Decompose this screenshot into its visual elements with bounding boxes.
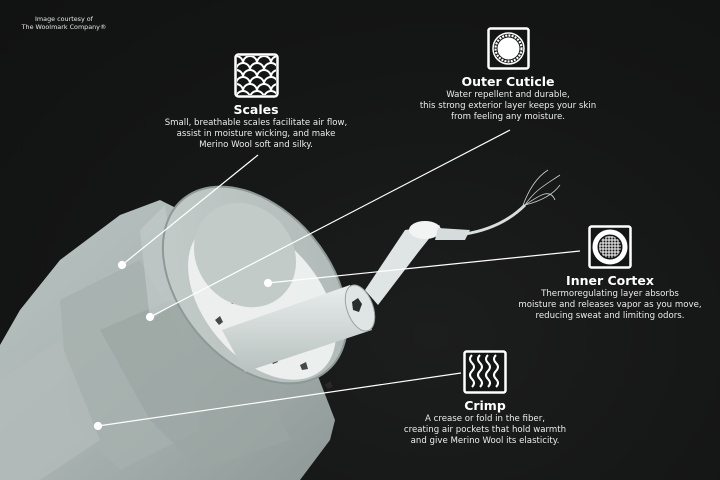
fish-scale-pattern-icon [233, 53, 279, 98]
credit-line-1: Image courtesy of [35, 15, 93, 23]
callout-title-inner-cortex: Inner Cortex [566, 273, 654, 288]
credit-line-2: The Woolmark Company® [21, 23, 107, 31]
callout-title-scales: Scales [233, 102, 279, 117]
outer-cuticle-leader-line [149, 129, 511, 318]
callout-outer-cuticle: Outer Cuticle Water repellent and durabl… [398, 27, 618, 123]
outer-cuticle-point-dot [145, 312, 155, 322]
callout-desc-scales: Small, breathable scales facilitate air … [164, 118, 348, 150]
image-credit: Image courtesy of The Woolmark Company® [14, 15, 114, 31]
callout-desc-outer-cuticle: Water repellent and durable, this strong… [419, 90, 597, 122]
callout-desc-inner-cortex: Thermoregulating layer absorbs moisture … [518, 289, 702, 321]
callout-crimp: Crimp A crease or fold in the fiber, cre… [375, 350, 595, 447]
callout-scales: Scales Small, breathable scales facilita… [140, 53, 372, 151]
callout-title-outer-cuticle: Outer Cuticle [461, 74, 555, 89]
grid-circle-icon [588, 225, 632, 269]
callout-title-crimp: Crimp [464, 398, 506, 413]
scales-leader-line [121, 154, 259, 266]
crimp-leader-line [97, 372, 462, 427]
callout-inner-cortex: Inner Cortex Thermoregulating layer abso… [500, 225, 720, 322]
scales-point-dot [117, 260, 127, 270]
crimp-point-dot [93, 421, 103, 431]
ring-circle-icon [486, 27, 530, 70]
inner-cortex-leader-line [267, 250, 581, 284]
inner-cortex-point-dot [263, 278, 273, 288]
callout-desc-crimp: A crease or fold in the fiber, creating … [403, 414, 567, 446]
wavy-lines-icon [463, 350, 507, 394]
